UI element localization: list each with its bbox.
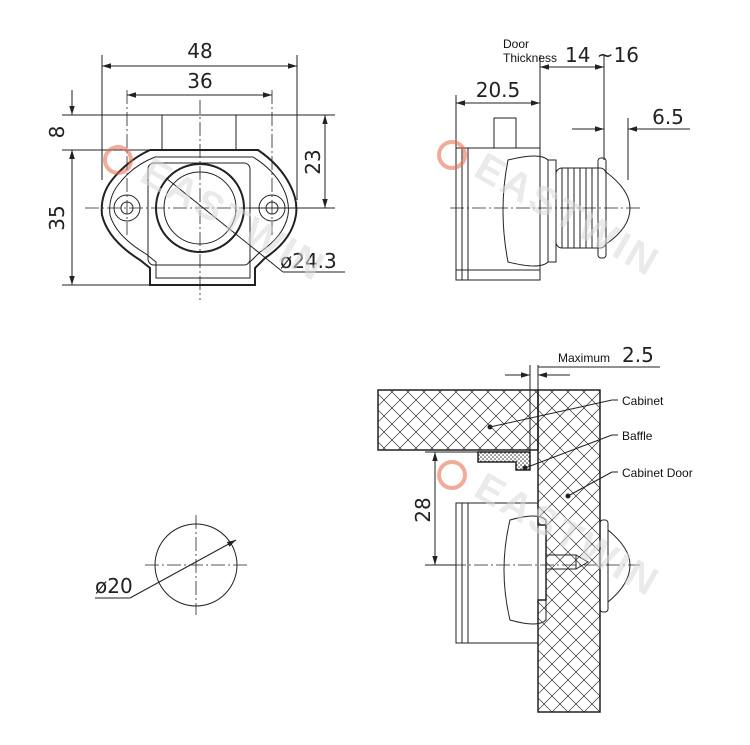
dim-8: 8 (45, 126, 69, 139)
watermark-text-2: EASTWIN (468, 145, 668, 286)
watermark-2: EASTWIN (437, 140, 668, 286)
dim-36: 36 (187, 69, 212, 93)
dim-48: 48 (187, 39, 212, 63)
callout-cabinet: Cabinet (622, 394, 664, 408)
dim-6-5: 6.5 (652, 105, 684, 129)
dim-maximum-2-5: 2.5 (622, 343, 654, 367)
door-thickness-label-1: Door (503, 37, 529, 51)
dim-35: 35 (45, 205, 69, 230)
dim-23: 23 (301, 149, 325, 174)
dim-door-thickness: 14 ~16 (565, 43, 639, 67)
maximum-label: Maximum (558, 351, 610, 365)
hole-view: ø20 (95, 515, 248, 615)
callout-baffle: Baffle (622, 429, 653, 443)
dim-dia-24-3: ø24.3 (280, 249, 337, 273)
side-view: Door Thickness 14 ~16 20.5 6.5 (450, 37, 690, 281)
front-view: 48 36 8 35 23 ø24.3 (45, 39, 345, 300)
door-thickness-label-2: Thickness (503, 51, 557, 65)
dim-20-5: 20.5 (476, 78, 521, 102)
dim-dia-20: ø20 (95, 574, 133, 598)
callout-cabinet-door: Cabinet Door (622, 466, 693, 480)
dim-28: 28 (411, 497, 435, 522)
installation-view: 28 Maximum 2.5 Cabinet Baffle Cabinet Do… (377, 343, 693, 713)
